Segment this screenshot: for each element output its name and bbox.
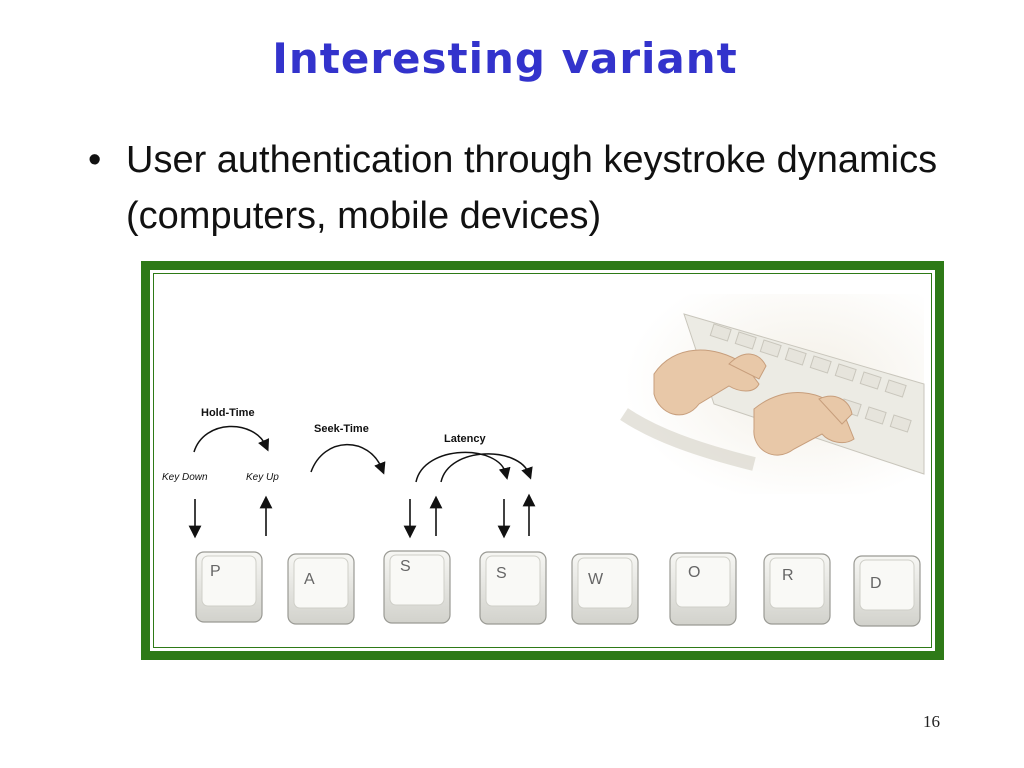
bullet-dot: • [88, 139, 102, 181]
svg-text:A: A [304, 571, 315, 588]
svg-text:W: W [588, 571, 604, 588]
keystroke-figure-frame: Hold-Time Seek-Time Latency Key Down Key… [141, 261, 944, 660]
svg-text:S: S [400, 558, 411, 575]
figure-content: Hold-Time Seek-Time Latency Key Down Key… [153, 273, 932, 648]
svg-text:S: S [496, 565, 507, 582]
key-up-label: Key Up [246, 472, 279, 483]
hold-time-label: Hold-Time [201, 407, 255, 419]
key-down-label: Key Down [162, 472, 208, 483]
key-d: D [853, 555, 921, 627]
key-r: R [763, 553, 831, 625]
keystroke-arrows [188, 493, 536, 539]
key-o: O [669, 552, 737, 626]
keystroke-diagram: Hold-Time Seek-Time Latency Key Down Key… [162, 294, 925, 627]
svg-text:O: O [688, 564, 700, 581]
slide-title: Interesting variant [272, 34, 738, 83]
seek-time-label: Seek-Time [314, 423, 369, 435]
seek-time-arc [310, 443, 386, 475]
key-a: A [287, 553, 355, 625]
latency-arc-1 [415, 451, 511, 483]
latency-label: Latency [444, 433, 486, 445]
svg-text:P: P [210, 563, 221, 580]
key-p: P [195, 551, 263, 623]
page-number: 16 [923, 712, 940, 731]
svg-text:D: D [870, 575, 882, 592]
figure-inner-border: Hold-Time Seek-Time Latency Key Down Key… [149, 269, 936, 652]
key-s-2: S [479, 551, 547, 625]
bullet-text: User authentication through keystroke dy… [126, 139, 938, 237]
hands-typing-icon [620, 294, 925, 494]
latency-arc-2 [440, 453, 533, 483]
hold-time-arc [193, 425, 270, 453]
key-s-1: S [383, 550, 451, 624]
svg-text:R: R [782, 567, 794, 584]
key-w: W [571, 553, 639, 625]
